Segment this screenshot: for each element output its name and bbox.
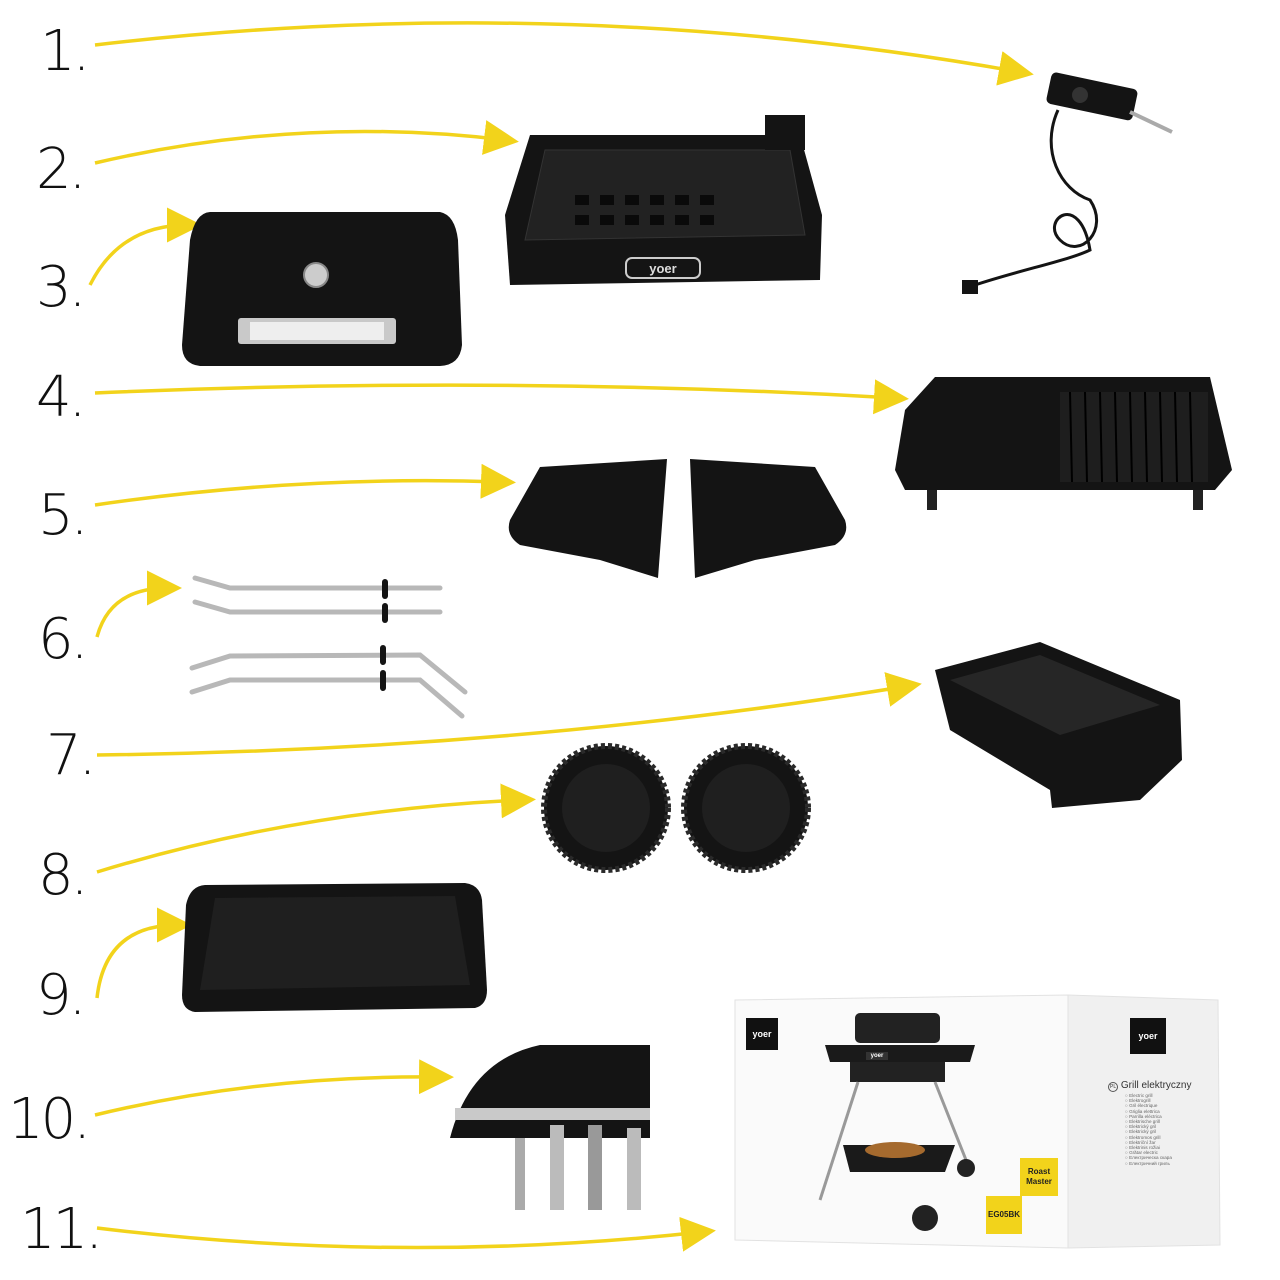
language-item: Elektrický gril xyxy=(1125,1129,1172,1134)
language-item: Parrilla eléctrica xyxy=(1125,1114,1172,1119)
language-item: Elektrogrill xyxy=(1125,1098,1172,1103)
arrow-4 xyxy=(94,379,909,415)
wheels-icon xyxy=(541,743,811,873)
tool-hooks-icon xyxy=(450,1045,650,1210)
grill-base-icon: yoer xyxy=(505,115,822,285)
arrow-8 xyxy=(96,783,536,874)
arrow-1 xyxy=(94,21,1034,86)
drip-tray-icon xyxy=(935,642,1182,808)
tray-icon xyxy=(182,883,487,1012)
language-item: Elektrische grill xyxy=(1125,1119,1172,1124)
arrow-9 xyxy=(95,907,192,999)
box-title: PL Grill elektryczny xyxy=(1108,1080,1192,1092)
language-item: Electric grill xyxy=(1125,1093,1172,1098)
box-logo-side: yoer xyxy=(1130,1018,1166,1054)
arrow-2 xyxy=(94,120,519,165)
label-1: 1. xyxy=(40,19,90,84)
arrow-7 xyxy=(96,672,922,757)
arrow-5 xyxy=(94,463,516,507)
language-item: Grătar electric xyxy=(1125,1150,1172,1155)
language-item: Elektrinis rožiai xyxy=(1125,1145,1172,1150)
language-item: Електричний гриль xyxy=(1125,1161,1172,1166)
label-5: 5. xyxy=(38,483,88,548)
box-title-text: Grill elektryczny xyxy=(1120,1080,1192,1091)
language-item: Električní žar xyxy=(1125,1140,1172,1145)
label-3: 3. xyxy=(36,255,86,320)
arrow-11 xyxy=(96,1216,716,1252)
arrow-10 xyxy=(94,1059,454,1117)
arrow-3 xyxy=(88,207,202,286)
language-item: Gril électrique xyxy=(1125,1103,1172,1108)
power-controller-icon xyxy=(962,72,1173,294)
leg-tubes-icon xyxy=(189,575,468,719)
label-2: 2. xyxy=(36,137,86,202)
label-4: 4. xyxy=(36,365,86,430)
label-10: 10. xyxy=(8,1087,91,1152)
box-language-list: Electric grill Elektrogrill Gril électri… xyxy=(1125,1093,1172,1166)
grill-plate-icon xyxy=(895,377,1232,510)
base-brand-logo: yoer xyxy=(649,261,676,276)
label-9: 9. xyxy=(36,963,86,1028)
lang-badge: PL xyxy=(1108,1082,1119,1092)
language-item: Griglia elettrica xyxy=(1125,1109,1172,1114)
box-grill-photo xyxy=(818,1013,975,1231)
label-6: 6. xyxy=(38,607,88,672)
arrow-6 xyxy=(95,570,182,638)
box-logo-front: yoer xyxy=(746,1018,778,1050)
label-8: 8. xyxy=(38,843,88,908)
label-7: 7. xyxy=(46,723,96,788)
side-tables-icon xyxy=(508,459,847,578)
language-item: Elektromos grill xyxy=(1125,1135,1172,1140)
box-model-code: EG05BK xyxy=(986,1196,1022,1234)
box-photo-brand: yoer xyxy=(866,1052,888,1060)
language-item: Електрическа скара xyxy=(1125,1155,1172,1160)
label-11: 11. xyxy=(20,1197,103,1262)
box-model-name: Roast Master xyxy=(1020,1158,1058,1196)
language-item: Elektrický gril xyxy=(1125,1124,1172,1129)
lid-icon xyxy=(182,212,462,366)
